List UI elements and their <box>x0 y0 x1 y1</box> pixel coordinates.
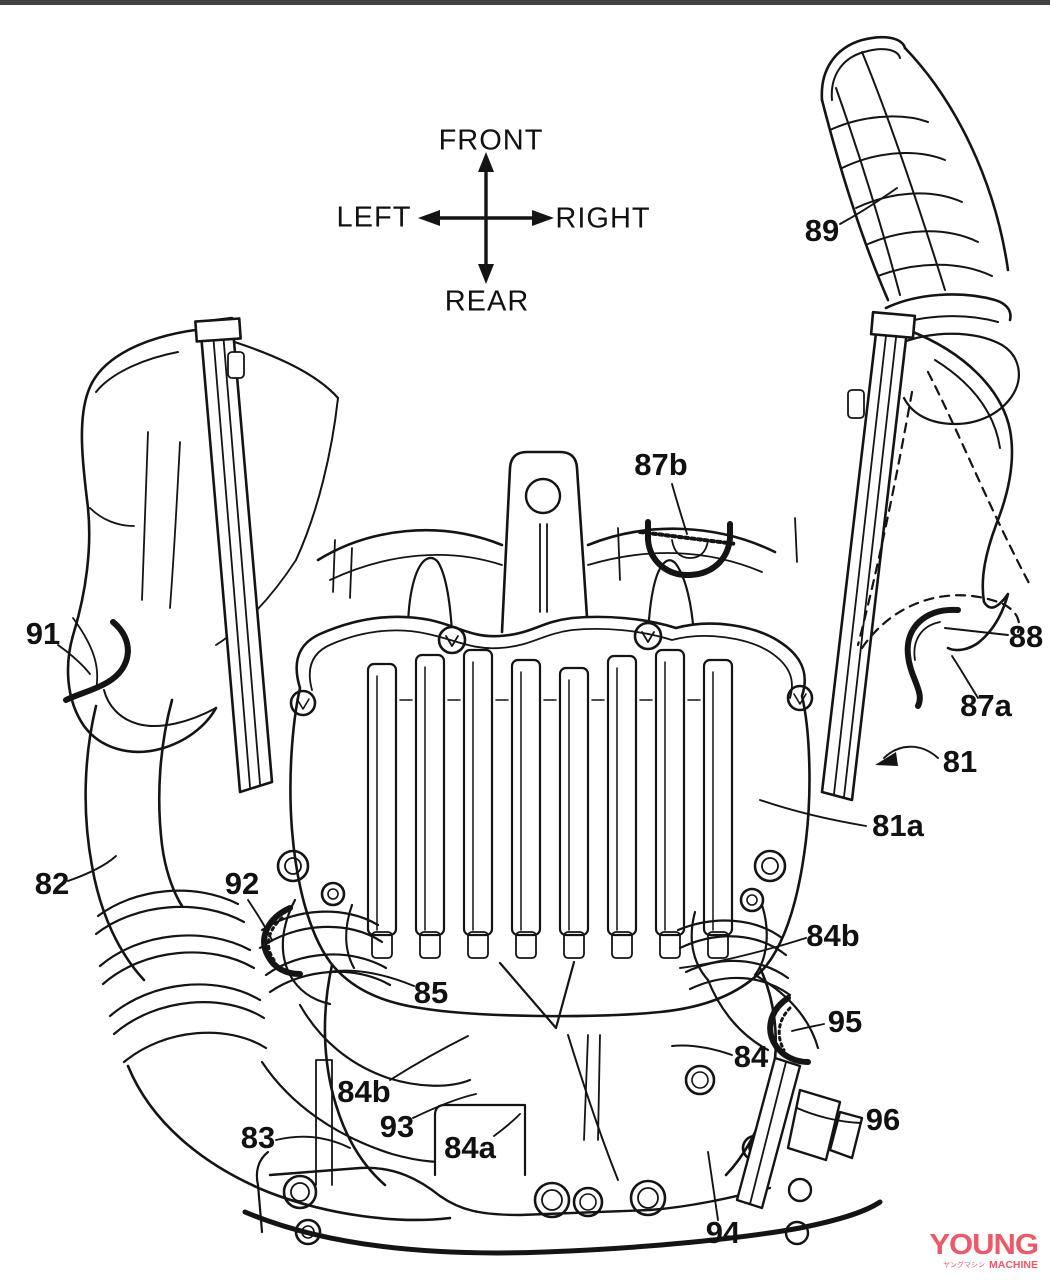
logo-title: YOUNG <box>929 1227 1039 1261</box>
part-label-87b: 87b <box>634 447 688 482</box>
left-frame-spar <box>194 316 274 794</box>
part-label-84a: 84a <box>444 1130 496 1165</box>
right-frame-spar <box>820 310 917 802</box>
clamp-87b <box>638 519 738 579</box>
part-label-85: 85 <box>413 975 449 1010</box>
part-label-83: 83 <box>240 1120 276 1155</box>
hidden-duct-88 <box>856 370 1032 650</box>
young-machine-logo: YOUNG ヤングマシン MACHINE <box>929 1227 1039 1271</box>
airbox-ribs <box>366 648 734 959</box>
part-label-88: 88 <box>1008 619 1044 654</box>
part-label-93: 93 <box>379 1109 415 1144</box>
part-label-82: 82 <box>34 866 70 901</box>
logo-machine: MACHINE <box>989 1258 1038 1271</box>
clamp-95 <box>767 995 811 1065</box>
compass-front-label: FRONT <box>438 124 544 157</box>
compass-right-label: RIGHT <box>555 202 651 235</box>
clamp-87a <box>904 606 961 709</box>
top-crop-strip <box>0 0 1050 5</box>
part-label-96: 96 <box>865 1102 901 1137</box>
logo-kana: ヤングマシン <box>943 1261 985 1269</box>
part-label-84b-right: 84b <box>806 918 860 953</box>
part-label-91: 91 <box>25 616 61 651</box>
connecting-tube-84b <box>676 903 820 1052</box>
airbox <box>276 615 814 1018</box>
part-label-89: 89 <box>804 213 840 248</box>
part-label-84b-left: 84b <box>337 1074 391 1109</box>
part-label-81: 81 <box>942 744 978 779</box>
intake-duct-89 <box>820 35 1012 322</box>
compass-rear-label: REAR <box>444 285 530 318</box>
compass-left-label: LEFT <box>336 201 412 234</box>
part-label-81a: 81a <box>872 808 924 843</box>
engine-manifold <box>242 960 883 1256</box>
part-label-94: 94 <box>705 1215 741 1250</box>
leader-lines <box>57 187 1009 1221</box>
part-label-84: 84 <box>733 1039 769 1074</box>
left-fairing <box>66 326 340 754</box>
clamp-91 <box>63 617 131 703</box>
logo-subtitle: ヤングマシン MACHINE <box>929 1258 1038 1271</box>
center-frame-bracket <box>316 450 798 638</box>
part-label-95: 95 <box>827 1004 863 1039</box>
direction-compass <box>418 152 554 284</box>
part-label-92: 92 <box>224 866 260 901</box>
part-label-87a: 87a <box>960 688 1012 723</box>
hose-clamps <box>63 519 961 1065</box>
right-fairing <box>883 315 1020 652</box>
clamp-92 <box>261 905 303 977</box>
